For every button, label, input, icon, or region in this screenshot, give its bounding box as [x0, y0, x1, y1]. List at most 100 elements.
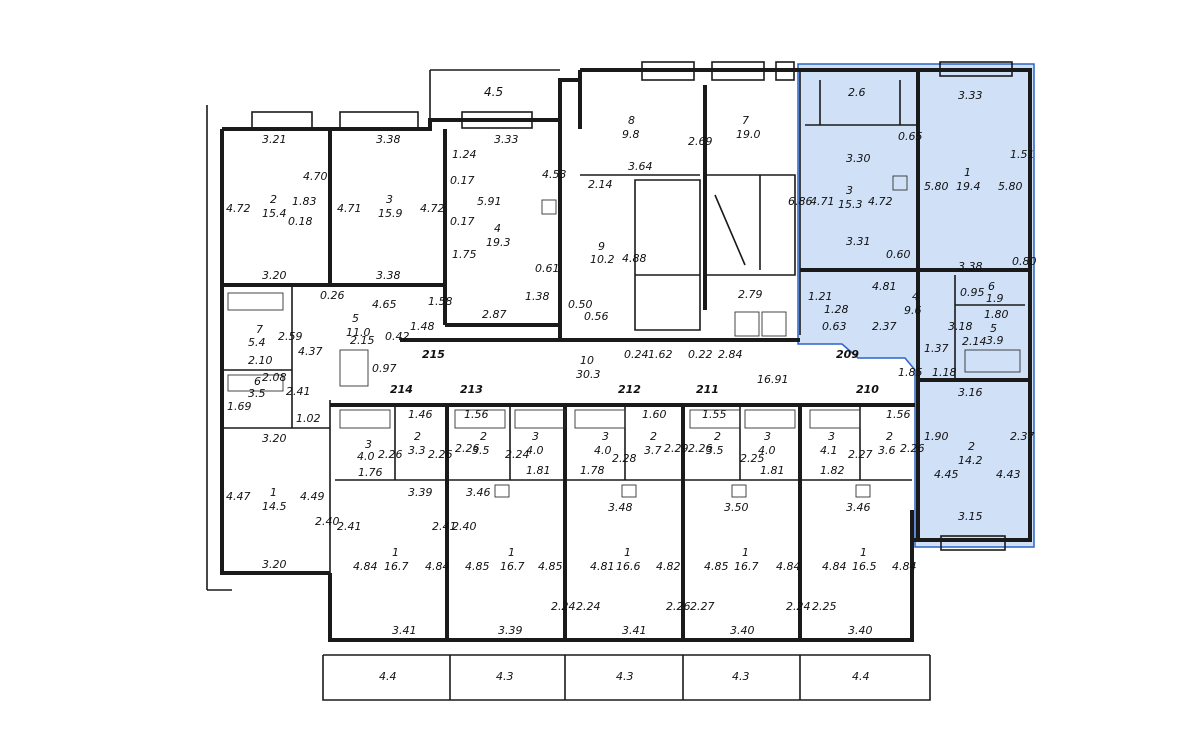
- dimension: 1.81: [760, 464, 785, 477]
- dimension: 1.56: [886, 408, 911, 421]
- dimension: 16.91: [757, 373, 789, 386]
- dimension: 1.76: [358, 466, 383, 479]
- dimension: 2.41: [432, 520, 457, 533]
- dimension: 4.45: [934, 468, 959, 481]
- balcony-dim: 4.3: [496, 670, 514, 683]
- dimension: 3.38: [376, 133, 401, 146]
- room-area: 3.5: [706, 444, 724, 457]
- room-area: 16.7: [384, 560, 409, 573]
- dimension: 3.20: [262, 269, 287, 282]
- room-number: 7: [256, 323, 263, 336]
- room-area: 4.0: [357, 450, 375, 463]
- room-number: 1: [508, 546, 515, 559]
- dimension: 1.80: [984, 308, 1009, 321]
- dimension: 2.41: [286, 385, 311, 398]
- room-area: 9.6: [904, 304, 922, 317]
- dimension: 2.27: [690, 600, 715, 613]
- dimension: 1.37: [924, 342, 949, 355]
- dimension: 2.14: [962, 335, 987, 348]
- room-area: 4.0: [594, 444, 612, 457]
- dimension: 0.63: [822, 320, 847, 333]
- dimension: 3.39: [408, 486, 433, 499]
- dimension: 4.71: [810, 195, 835, 208]
- room-area: 3.9: [986, 334, 1004, 347]
- room-number: 9: [598, 240, 605, 253]
- dimension: 2.25: [812, 600, 837, 613]
- dimension: 0.97: [372, 362, 397, 375]
- dimension: 4.53: [542, 168, 567, 181]
- dimension: 3.21: [262, 133, 287, 146]
- room-number: 3: [365, 438, 372, 451]
- room-number: 2: [270, 193, 277, 206]
- dimension: 0.17: [450, 174, 475, 187]
- dimension: 4.84: [353, 560, 378, 573]
- dimension: 3.18: [948, 320, 973, 333]
- dimension: 4.84: [822, 560, 847, 573]
- room-number: 10: [580, 354, 594, 367]
- dimension: 1.75: [452, 248, 477, 261]
- dimension: 5.80: [998, 180, 1023, 193]
- dimension: 1.83: [292, 195, 317, 208]
- dimension: 4.37: [298, 345, 323, 358]
- room-number: 6: [254, 375, 261, 388]
- apartment-number: 211: [696, 383, 719, 396]
- dimension: 1.62: [648, 348, 673, 361]
- dimension: 0.61: [535, 262, 560, 275]
- dimension: 2.26: [455, 442, 480, 455]
- dimension: 3.46: [466, 486, 491, 499]
- dimension: 4.84: [425, 560, 450, 573]
- room-area: 1.9: [986, 292, 1004, 305]
- dimension: 2.26: [900, 442, 925, 455]
- dimension: 3.33: [958, 89, 983, 102]
- dimension: 2.26: [428, 448, 453, 461]
- dimension: 3.39: [498, 624, 523, 637]
- room-number: 6: [988, 280, 995, 293]
- room-area: 19.4: [956, 180, 981, 193]
- dimension: 3.20: [262, 432, 287, 445]
- dimension: 2.24: [505, 448, 530, 461]
- dimension: 0.56: [584, 310, 609, 323]
- dimension: 2.24: [576, 600, 601, 613]
- room-number: 1: [964, 166, 971, 179]
- room-area: 19.3: [486, 236, 511, 249]
- dimension: 1.85: [898, 366, 923, 379]
- dimension: 2.26: [378, 448, 403, 461]
- dimension: 4.65: [372, 298, 397, 311]
- room-number: 1: [270, 486, 277, 499]
- apartment-number: 213: [460, 383, 483, 396]
- balcony-dim: 4.3: [616, 670, 634, 683]
- room-area: 4.0: [526, 444, 544, 457]
- dimension: 2.37: [872, 320, 897, 333]
- room-area: 30.3: [576, 368, 601, 381]
- room-number: 4: [912, 290, 919, 303]
- room-area: 16.5: [852, 560, 877, 573]
- room-area: 3.5: [472, 444, 490, 457]
- dimension: 1.56: [464, 408, 489, 421]
- dimension: 1.82: [820, 464, 845, 477]
- room-number: 3: [602, 430, 609, 443]
- room-area: 15.9: [378, 207, 403, 220]
- room-number: 2: [414, 430, 421, 443]
- dimension: 3.40: [730, 624, 755, 637]
- dimension: 4.72: [226, 202, 251, 215]
- dimension: 2.24: [551, 600, 576, 613]
- dimension: 4.82: [656, 560, 681, 573]
- dimension: 4.70: [303, 170, 328, 183]
- room-number: 2: [886, 430, 893, 443]
- dimension: 1.69: [227, 400, 252, 413]
- dimension: 1.28: [824, 303, 849, 316]
- dimension: 4.84: [892, 560, 917, 573]
- dimension: 2.40: [452, 520, 477, 533]
- room-area: 15.3: [838, 198, 863, 211]
- dimension: 2.84: [718, 348, 743, 361]
- dimension: 3.38: [958, 260, 983, 273]
- dimension: 4.81: [590, 560, 615, 573]
- dimension: 2.6: [848, 86, 866, 99]
- dimension: 4.85: [538, 560, 563, 573]
- dimension: 2.59: [278, 330, 303, 343]
- dimension: 2.24: [786, 600, 811, 613]
- dimension: 2.41: [337, 520, 362, 533]
- dimension: 0.24: [624, 348, 649, 361]
- dimension: 3.41: [392, 624, 417, 637]
